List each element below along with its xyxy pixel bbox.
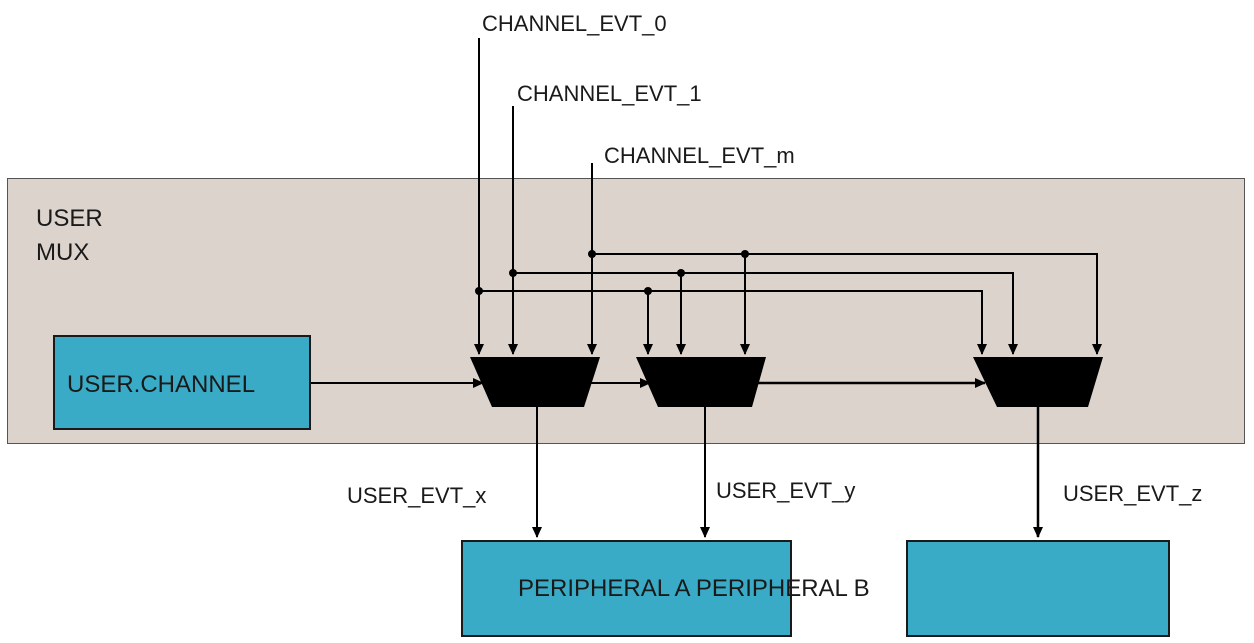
channel-evt-m-bus (592, 253, 1102, 355)
channel-evt-1-label: CHANNEL_EVT_1 (517, 81, 702, 106)
user-mux-title-line2: MUX (36, 239, 90, 266)
junction-dot (475, 287, 483, 295)
junction-dot (509, 269, 517, 277)
channel-evt-0-bus (479, 290, 987, 355)
junction-dot (677, 269, 685, 277)
junction-dot (741, 250, 749, 258)
channel-evt-1-bus (513, 272, 1018, 355)
channel-evt-m-label: CHANNEL_EVT_m (604, 143, 795, 168)
user-mux-title-line1: USER (36, 205, 103, 232)
junction-dot (588, 250, 596, 258)
user-channel-label: USER.CHANNEL (67, 371, 256, 398)
user-evt-x-label: USER_EVT_x (347, 483, 487, 508)
junction-dot (644, 287, 652, 295)
channel-evt-0-label: CHANNEL_EVT_0 (482, 11, 667, 36)
mux-1 (470, 357, 600, 407)
mux-2 (636, 357, 766, 407)
peripheral-a-block (461, 540, 792, 637)
user-mux-title: USER MUX (36, 202, 103, 270)
user-channel-block: USER.CHANNEL (53, 335, 311, 430)
user-evt-y-label: USER_EVT_y (716, 478, 856, 503)
mux-3 (973, 357, 1103, 407)
peripheral-b-block (906, 540, 1170, 637)
user-evt-z-label: USER_EVT_z (1063, 481, 1203, 506)
peripherals-label: PERIPHERAL A PERIPHERAL B (518, 575, 870, 602)
